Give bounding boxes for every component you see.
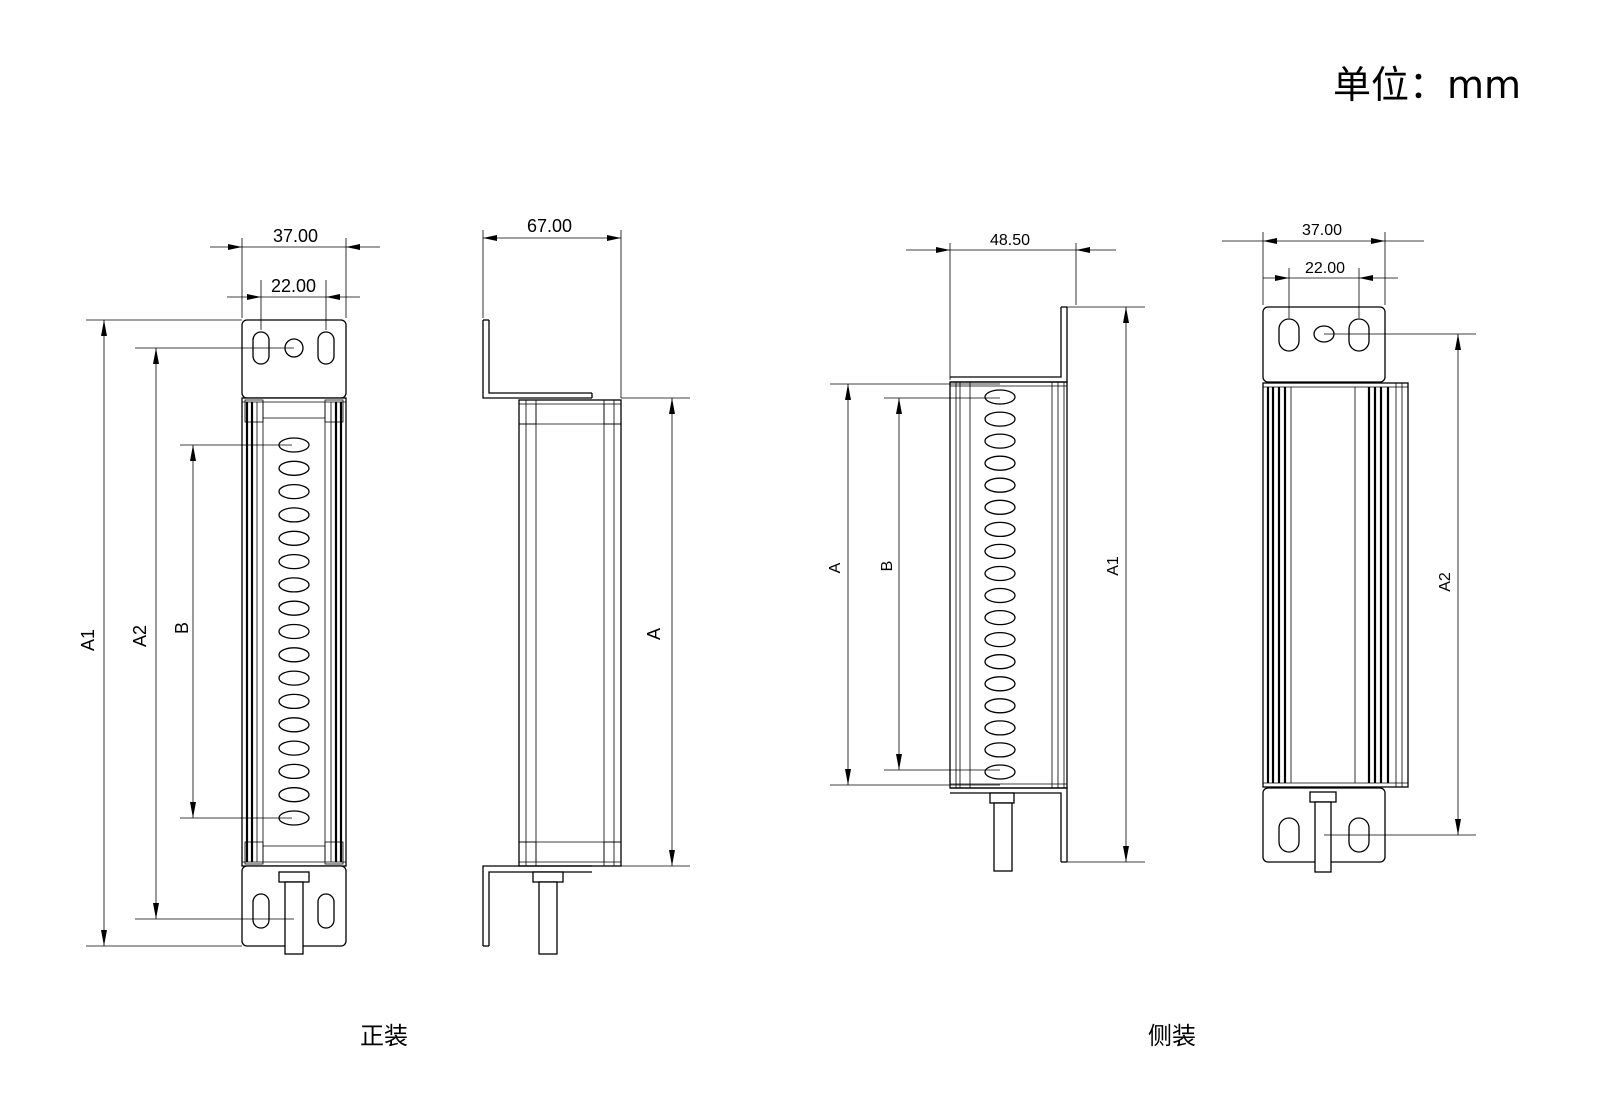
front-mount-front-view: 37.00 22.00 A1 A2 B (78, 226, 380, 955)
vent-oval (278, 530, 310, 546)
top-bracket (1262, 306, 1386, 383)
unit-label: 单位：mm (1333, 63, 1521, 107)
vent-oval (984, 698, 1016, 714)
resistor-body-side (518, 399, 622, 867)
vent-oval (278, 507, 310, 523)
vent-oval (984, 411, 1016, 427)
mount-slot-right (317, 331, 335, 365)
dim-width-holes: 22.00 (1305, 260, 1345, 277)
dim-label-a2: A2 (130, 625, 150, 647)
side-mount-back-view: 37.00 22.00 A2 (1222, 222, 1476, 873)
vent-oval (278, 577, 310, 593)
dim-label-a: A (827, 562, 844, 573)
caption-side-mount: 侧装 (1148, 1022, 1196, 1050)
mount-slot-right (1348, 318, 1370, 352)
mount-slot-left (252, 893, 270, 929)
vent-oval (278, 787, 310, 803)
resistor-body (241, 397, 347, 867)
vent-oval (278, 647, 310, 663)
vent-oval (984, 389, 1016, 405)
vent-oval (984, 676, 1016, 692)
resistor-body (1262, 382, 1409, 788)
vent-oval (984, 521, 1016, 538)
dim-width-outer: 37.00 (273, 226, 318, 246)
vent-oval (984, 477, 1016, 493)
mount-slot-left (1278, 817, 1300, 853)
front-mount-side-view: 67.00 A (482, 216, 690, 955)
vent-ovals (984, 389, 1016, 780)
dim-depth: 67.00 (527, 216, 572, 236)
lead-wire (284, 881, 304, 955)
vent-oval (984, 742, 1016, 758)
top-bracket (241, 319, 347, 399)
vent-oval (984, 587, 1016, 604)
vent-oval (278, 693, 310, 710)
vent-oval (984, 654, 1016, 670)
vent-oval (984, 455, 1016, 471)
mount-slot-left (1278, 318, 1300, 352)
vent-oval (278, 600, 310, 616)
vent-oval (984, 565, 1016, 582)
vent-oval (278, 553, 310, 570)
caption-front-mount: 正装 (360, 1022, 408, 1050)
lead-wire (993, 802, 1013, 872)
vent-oval (984, 543, 1016, 560)
dim-label-b: B (172, 622, 192, 634)
vent-oval (984, 609, 1016, 626)
vent-oval (984, 499, 1016, 515)
dim-label-a2: A2 (1437, 572, 1454, 592)
vent-oval (984, 433, 1016, 449)
vent-oval (278, 740, 310, 756)
dim-label-a1: A1 (1105, 556, 1122, 576)
vent-ovals (278, 437, 310, 826)
vent-oval (984, 720, 1016, 736)
vent-oval (278, 460, 310, 476)
dim-width: 48.50 (990, 232, 1030, 249)
dim-width-holes: 22.00 (271, 276, 316, 296)
lead-wire (538, 881, 558, 955)
dim-label-b: B (879, 561, 896, 572)
vent-oval (278, 670, 310, 686)
vent-oval (984, 631, 1016, 648)
side-mount-side-view: 48.50 A B A1 (827, 232, 1145, 872)
vent-oval (278, 623, 310, 640)
lead-wire (1314, 801, 1332, 873)
vent-oval (278, 483, 310, 500)
dim-label-a1: A1 (78, 629, 98, 651)
lead-collar (278, 871, 310, 883)
vent-oval (984, 764, 1016, 780)
dim-width-outer: 37.00 (1302, 222, 1342, 239)
vent-oval (278, 717, 310, 733)
dim-label-a: A (644, 628, 664, 640)
resistor-body (949, 381, 1068, 789)
mount-slot-right (317, 893, 335, 929)
vent-oval (278, 763, 310, 780)
